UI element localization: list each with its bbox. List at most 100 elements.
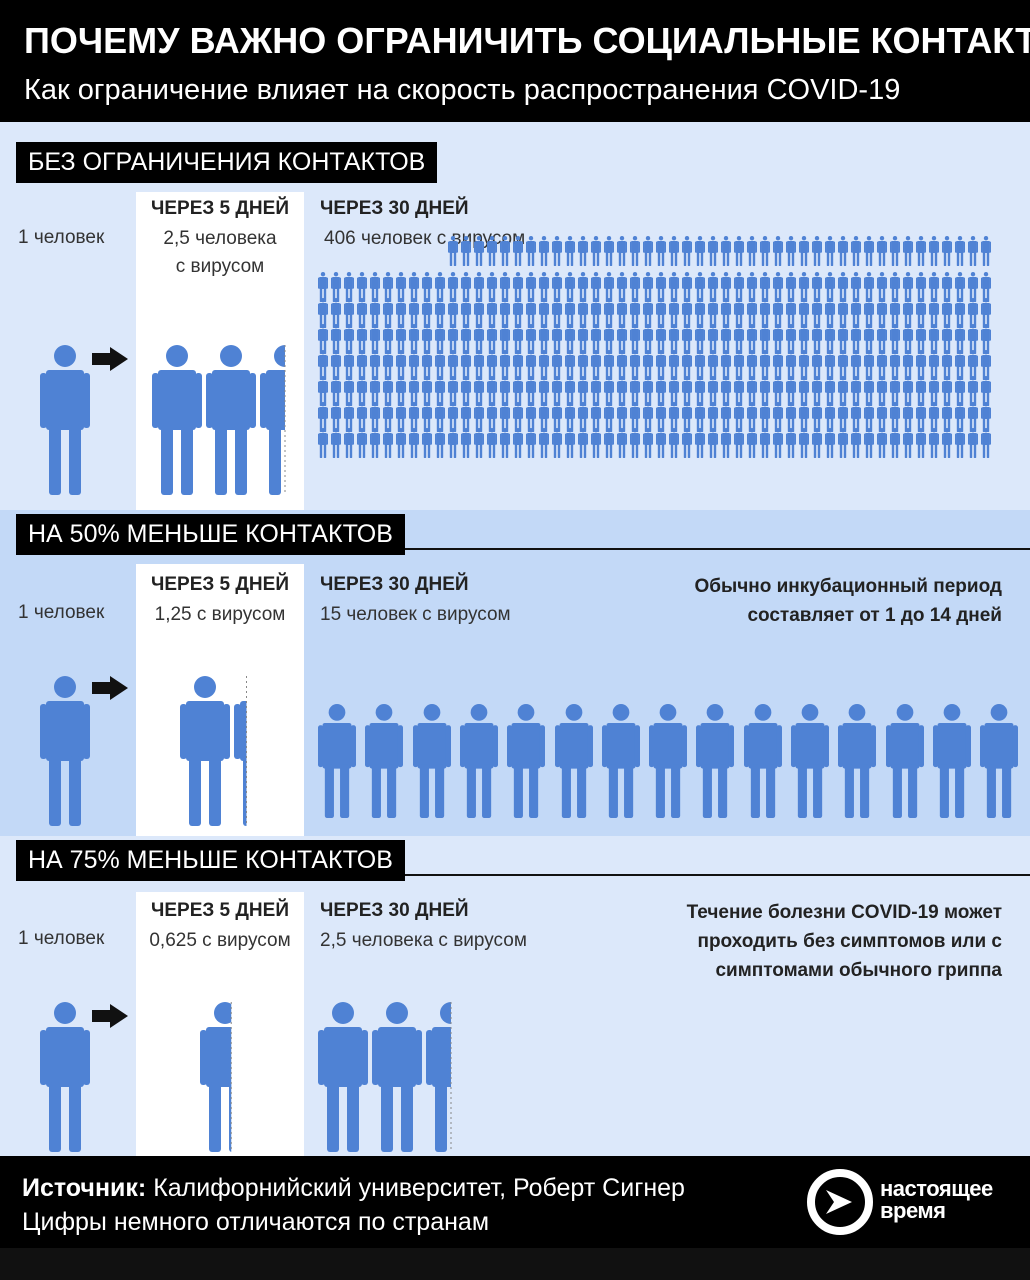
person-icon [916, 298, 926, 328]
person-icon [526, 298, 536, 328]
day5-value: 0,625 с вирусом [149, 930, 291, 951]
person-icon [396, 376, 406, 406]
person-icon [552, 272, 562, 302]
footer-note: Цифры немного отличаются по странам [22, 1208, 490, 1236]
person-icon [890, 402, 900, 432]
person-icon [565, 298, 575, 328]
person-icon [669, 376, 679, 406]
person-icon [773, 376, 783, 406]
person-icon [656, 272, 666, 302]
person-icon [812, 298, 822, 328]
day30-title: ЧЕРЕЗ 30 ДНЕЙ [320, 574, 469, 595]
start-label: 1 человек [18, 227, 105, 248]
person-icon [734, 376, 744, 406]
person-icon [643, 324, 653, 354]
start-label: 1 человек [18, 602, 105, 623]
person-icon [422, 272, 432, 302]
person-icon [318, 324, 328, 354]
person-icon [825, 298, 835, 328]
person-icon [422, 298, 432, 328]
person-icon [591, 376, 601, 406]
person-icon [903, 428, 913, 458]
person-icon [682, 428, 692, 458]
person-icon [357, 324, 367, 354]
person-icon [708, 298, 718, 328]
person-icon [955, 350, 965, 380]
person-icon [968, 402, 978, 432]
day30-title: ЧЕРЕЗ 30 ДНЕЙ [320, 900, 469, 921]
person-icon [357, 298, 367, 328]
person-icon [656, 350, 666, 380]
person-icon [734, 236, 744, 266]
person-icon [890, 298, 900, 328]
person-icon [234, 676, 247, 826]
person-icon [851, 272, 861, 302]
divider [16, 874, 1030, 876]
person-icon [396, 428, 406, 458]
person-icon [409, 272, 419, 302]
person-icon [903, 324, 913, 354]
person-icon [152, 345, 202, 495]
person-icon [461, 350, 471, 380]
person-icon [695, 350, 705, 380]
person-icon [422, 376, 432, 406]
person-icon [981, 236, 991, 266]
person-icon [552, 298, 562, 328]
person-icon [426, 1002, 452, 1152]
person-icon [513, 402, 523, 432]
person-icon [461, 402, 471, 432]
person-icon [682, 298, 692, 328]
person-icon [40, 676, 90, 826]
person-icon [968, 236, 978, 266]
person-icon [695, 402, 705, 432]
person-icon [942, 376, 952, 406]
person-icon [487, 428, 497, 458]
person-icon [500, 376, 510, 406]
person-icon [526, 428, 536, 458]
person-icon [435, 428, 445, 458]
person-icon [344, 298, 354, 328]
person-icon [864, 324, 874, 354]
person-icon [604, 298, 614, 328]
person-icon [695, 272, 705, 302]
person-icon [825, 350, 835, 380]
person-icon [643, 298, 653, 328]
day5-value: 1,25 с вирусом [154, 604, 286, 625]
note-line: проходить без симптомов или с [697, 931, 1002, 952]
person-icon [630, 298, 640, 328]
person-icon [825, 376, 835, 406]
person-icon [578, 298, 588, 328]
person-icon [591, 324, 601, 354]
person-icon [448, 236, 458, 266]
person-icon [604, 236, 614, 266]
person-icon [825, 236, 835, 266]
person-icon [838, 376, 848, 406]
person-icon [864, 272, 874, 302]
person-icon [773, 402, 783, 432]
person-icon [331, 376, 341, 406]
person-icon [747, 350, 757, 380]
note-line: составляет от 1 до 14 дней [747, 605, 1002, 626]
person-icon [864, 350, 874, 380]
person-icon [838, 350, 848, 380]
person-icon [799, 376, 809, 406]
person-icon [721, 272, 731, 302]
person-icon [812, 272, 822, 302]
person-icon [942, 428, 952, 458]
person-icon [955, 324, 965, 354]
person-icon [929, 324, 939, 354]
person-icon [786, 298, 796, 328]
person-icon [786, 402, 796, 432]
person-icon [877, 236, 887, 266]
person-icon [331, 402, 341, 432]
divider [16, 548, 1030, 550]
person-icon [448, 350, 458, 380]
person-icon [370, 324, 380, 354]
person-icon [630, 428, 640, 458]
person-icon [864, 402, 874, 432]
person-icon [435, 272, 445, 302]
person-icon [474, 298, 484, 328]
person-icon [604, 402, 614, 432]
person-icon [877, 298, 887, 328]
person-icon [383, 428, 393, 458]
